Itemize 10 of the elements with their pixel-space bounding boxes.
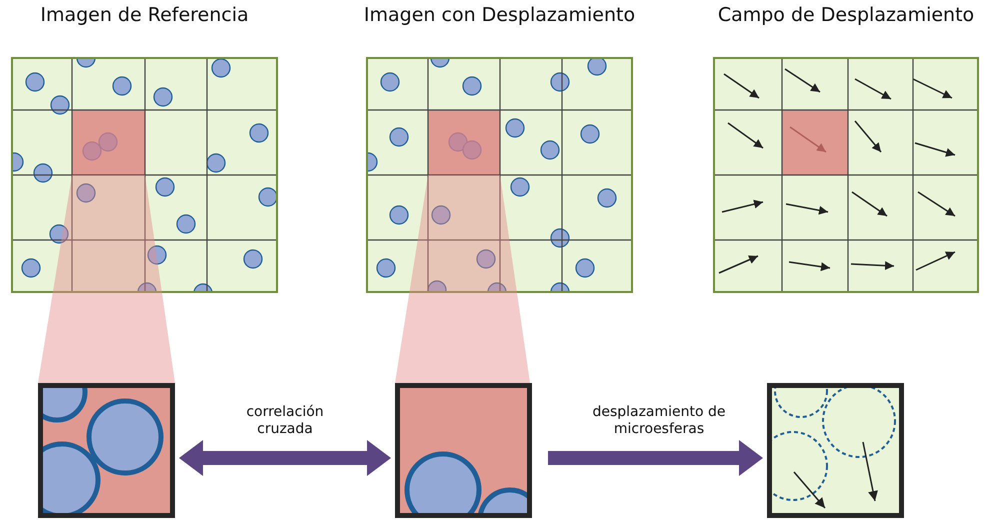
panel-title: Imagen de Referencia: [40, 4, 249, 26]
interrogation-window-drawing: [38, 383, 175, 518]
displacement-window-drawing: [767, 383, 904, 518]
interrogation-window-drawing: [395, 383, 532, 518]
projection-cone: [395, 175, 530, 383]
panel-title: Imagen con Desplazamiento: [364, 4, 636, 26]
arrow: [548, 440, 763, 476]
panel-title: Campo de Desplazamiento: [718, 4, 974, 26]
arrow: [179, 440, 391, 476]
projection-cone: [38, 175, 175, 383]
